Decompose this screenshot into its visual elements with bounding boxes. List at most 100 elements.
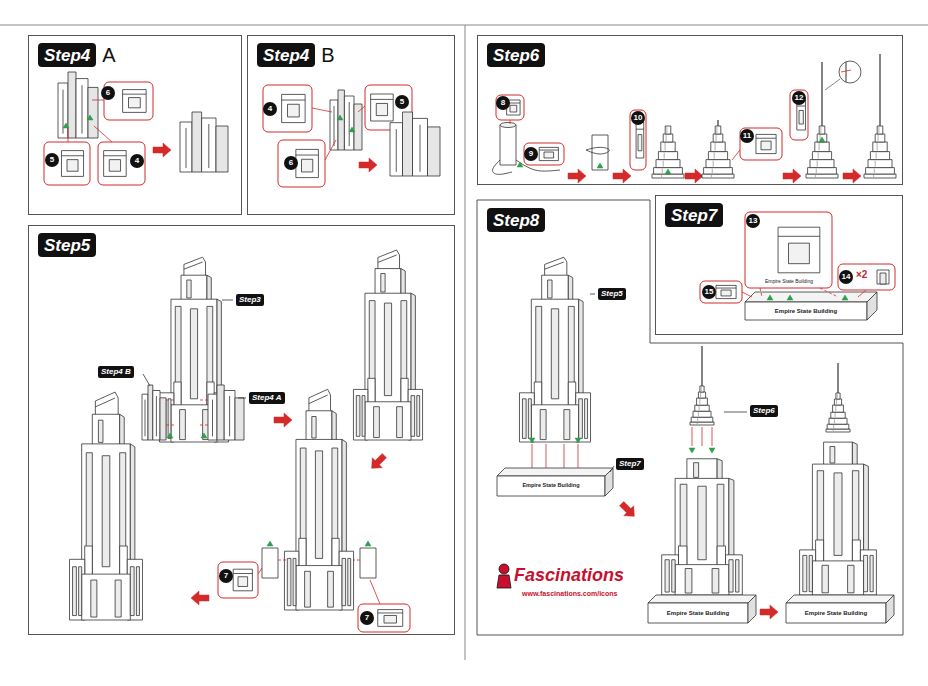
step-arrow xyxy=(191,591,209,605)
callout-frame xyxy=(104,82,153,120)
outline xyxy=(216,126,228,172)
outline xyxy=(815,142,829,152)
outline xyxy=(539,147,558,160)
outline xyxy=(542,275,569,300)
tower-figure xyxy=(353,250,422,440)
stroke-line xyxy=(61,155,83,156)
outline xyxy=(102,456,110,567)
outline xyxy=(736,560,739,592)
badge-leaders xyxy=(590,294,747,472)
step-reference-text: Step6 xyxy=(753,407,775,415)
step-title: Step5 xyxy=(38,233,96,257)
outline xyxy=(296,566,342,610)
outline xyxy=(312,417,316,439)
outline xyxy=(877,270,889,284)
outline xyxy=(868,160,892,168)
outline xyxy=(332,538,339,567)
outline xyxy=(783,169,801,183)
outline xyxy=(531,405,578,442)
leader-lines xyxy=(312,106,365,160)
step-arrow xyxy=(760,605,778,619)
outline xyxy=(401,378,408,403)
callout-frame xyxy=(98,142,145,185)
outline xyxy=(695,405,709,411)
stroke-line xyxy=(493,160,512,174)
part-number: 9 xyxy=(529,150,533,158)
step-reference: Step6 xyxy=(750,405,778,417)
outline xyxy=(880,273,886,284)
outline xyxy=(830,447,835,464)
step-arrow xyxy=(153,143,171,157)
stroke-line xyxy=(198,425,208,426)
stroke-line xyxy=(697,418,698,421)
part-number: 8 xyxy=(501,99,505,107)
outline xyxy=(191,591,209,605)
outline xyxy=(685,569,692,594)
stroke-line xyxy=(95,398,115,407)
green-marker xyxy=(167,433,173,438)
outline xyxy=(697,398,708,405)
part-number: 13 xyxy=(749,217,758,225)
stroke-line xyxy=(222,300,233,301)
outline xyxy=(299,538,306,567)
outline xyxy=(98,420,103,442)
stroke-line xyxy=(699,399,700,404)
outline xyxy=(678,546,686,566)
step-reference: Step3 xyxy=(236,294,264,306)
stroke-line xyxy=(841,70,851,72)
badge-leaders xyxy=(143,300,246,398)
outline xyxy=(129,98,141,108)
outline xyxy=(579,399,583,439)
outline xyxy=(148,385,153,440)
stroke-line xyxy=(349,102,350,146)
callout-number: 6 xyxy=(101,86,115,100)
step-title: Step4 xyxy=(38,43,96,67)
stroke-line xyxy=(879,54,880,126)
stroke-line xyxy=(874,169,875,173)
stroke-line xyxy=(835,406,836,411)
outline xyxy=(713,134,723,142)
outline xyxy=(342,558,346,605)
stroke-line xyxy=(778,236,820,237)
outline xyxy=(104,151,127,177)
callout-number: 7 xyxy=(360,611,374,625)
stroke-line xyxy=(876,153,877,159)
quantity-note: ×2 xyxy=(856,270,867,280)
step-panel: Step5Step3Step4 BStep4 A77 xyxy=(28,225,455,635)
stroke-line xyxy=(370,580,380,604)
stroke-line xyxy=(545,262,564,269)
outline xyxy=(365,402,411,440)
outline xyxy=(378,250,400,270)
callout-number: 14 xyxy=(839,270,853,284)
outline xyxy=(721,290,731,296)
outline xyxy=(378,610,403,627)
callout-number: 11 xyxy=(740,129,754,143)
stroke-line xyxy=(875,161,876,167)
outline xyxy=(328,571,334,607)
spire-sketch xyxy=(702,120,734,178)
outline xyxy=(829,418,847,424)
callout-number: 4 xyxy=(130,154,144,168)
cylinder-sketch xyxy=(586,135,609,170)
outline xyxy=(267,541,273,546)
stroke-line xyxy=(815,175,816,177)
outline xyxy=(568,275,572,301)
stroke-line xyxy=(699,406,700,410)
outline xyxy=(79,567,82,616)
step-panel: Step4B456 xyxy=(247,35,455,215)
step-reference: Step5 xyxy=(598,288,626,300)
logo-icon xyxy=(497,564,511,588)
callout-number: 12 xyxy=(792,91,806,105)
part-sketch xyxy=(142,385,166,440)
leader-lines xyxy=(532,444,578,470)
stroke-line xyxy=(698,412,699,416)
outline xyxy=(120,414,125,447)
outline xyxy=(852,442,857,466)
outline xyxy=(852,540,860,562)
stroke-line xyxy=(143,374,150,386)
stroke-line xyxy=(756,138,776,139)
stroke-line xyxy=(664,153,665,159)
green-marker xyxy=(529,438,535,443)
step-heading: Step7 xyxy=(665,203,723,227)
callout-box xyxy=(263,85,312,132)
